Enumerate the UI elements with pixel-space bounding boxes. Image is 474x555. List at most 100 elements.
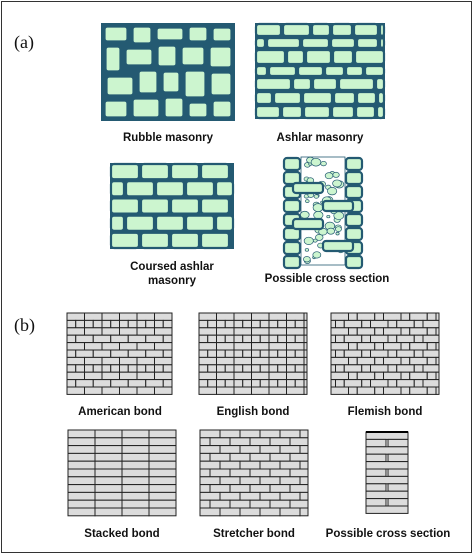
- header-brick: [233, 334, 244, 344]
- flemish-brick: [426, 342, 437, 351]
- stretcher-brick: [239, 429, 261, 439]
- ashlar-stone: [363, 64, 386, 78]
- face-stone-right: [344, 254, 364, 270]
- header-brick: [233, 319, 244, 329]
- header-brick: [259, 334, 270, 344]
- stretcher-brick: [92, 334, 112, 344]
- american-bond-illustration: [66, 312, 173, 395]
- face-stone-left: [282, 226, 302, 242]
- stretcher-brick: [269, 437, 291, 447]
- stretcher-brick: [145, 334, 164, 344]
- cross-stretcher-brick: [387, 468, 409, 477]
- header-brick: [207, 349, 217, 358]
- header-brick: [233, 379, 244, 388]
- stacked-bond-illustration: [67, 429, 177, 517]
- face-stone-right: [344, 212, 364, 228]
- flemish-brick: [343, 319, 363, 329]
- stacked-brick: [94, 445, 123, 454]
- flemish-brick: [356, 371, 376, 381]
- panel-b-label: (b): [14, 315, 35, 335]
- stretcher-brick: [299, 491, 309, 501]
- flemish-brick: [330, 379, 336, 388]
- header-brick: [145, 364, 155, 373]
- stone-cross-section-illustration: [282, 156, 364, 270]
- stretcher-brick: [199, 484, 211, 493]
- cross-stretcher-brick: [365, 498, 387, 507]
- stacked-brick: [94, 491, 123, 501]
- flemish-brick: [370, 349, 389, 358]
- stretcher-brick: [199, 460, 221, 470]
- through-stone: [291, 217, 325, 231]
- stretcher-brick: [269, 452, 291, 462]
- header-brick: [277, 334, 287, 344]
- flemish-brick: [361, 334, 371, 344]
- stretcher-brick: [154, 371, 173, 381]
- stacked-brick: [121, 460, 150, 470]
- face-stone-left: [282, 240, 302, 256]
- rubble-stone: [103, 25, 129, 43]
- core-pebble: [332, 179, 342, 188]
- header-brick: [277, 349, 287, 358]
- ashlar-stone: [296, 64, 325, 78]
- stretcher-brick: [101, 356, 120, 366]
- stacked-brick: [67, 491, 96, 501]
- stretcher-brick: [75, 379, 94, 388]
- flemish-brick: [383, 312, 402, 321]
- header-brick: [216, 319, 226, 329]
- stacked-brick: [94, 499, 123, 509]
- stretcher-brick: [303, 371, 308, 381]
- header-brick: [207, 319, 217, 329]
- stretcher-brick: [303, 312, 308, 321]
- stretcher-brick: [229, 499, 251, 509]
- rubble-stone: [131, 25, 153, 45]
- stretcher-brick: [286, 356, 305, 366]
- header-brick: [294, 349, 305, 358]
- stretcher-brick: [251, 356, 270, 366]
- stretcher-brick: [216, 342, 235, 351]
- stretcher-brick: [299, 507, 309, 517]
- stretcher-brick: [119, 371, 138, 381]
- stretcher-brick: [251, 386, 270, 395]
- stacked-brick: [121, 445, 150, 454]
- stacked-brick: [94, 507, 123, 517]
- flemish-brick: [400, 356, 411, 366]
- flemish-brick: [400, 386, 411, 395]
- rubble-stone: [180, 45, 206, 67]
- stretcher-brick: [299, 429, 309, 439]
- stretcher-brick: [119, 386, 138, 395]
- stacked-brick: [67, 429, 96, 439]
- coursed-stone: [199, 197, 231, 215]
- stretcher-brick: [279, 429, 301, 439]
- ashlar-stone: [254, 64, 269, 78]
- header-brick: [303, 319, 308, 329]
- cross-stretcher-brick: [365, 438, 387, 448]
- header-brick: [198, 349, 209, 358]
- stretcher-brick: [66, 349, 77, 358]
- flemish-brick: [370, 319, 389, 329]
- stacked-brick: [148, 429, 177, 439]
- stretcher-brick: [110, 334, 129, 344]
- flemish-brick: [400, 371, 411, 381]
- stretcher-brick: [162, 334, 173, 344]
- stretcher-brick: [136, 386, 155, 395]
- stretcher-brick: [198, 371, 217, 381]
- cross-header-brick: [365, 490, 409, 500]
- ashlar-stone: [378, 36, 386, 50]
- stretcher-brick: [219, 429, 241, 439]
- core-pebble: [305, 199, 310, 204]
- panel-a-label: (a): [14, 32, 34, 52]
- stretcher-brick: [239, 491, 261, 501]
- cross-stretcher-brick: [387, 498, 409, 507]
- stretcher-brick: [299, 445, 309, 454]
- rubble-stone: [208, 45, 233, 69]
- rubble-stone: [103, 99, 129, 119]
- stretcher-brick: [233, 327, 252, 336]
- header-brick: [110, 319, 120, 329]
- stretcher-brick: [198, 312, 217, 321]
- flemish-brick: [348, 356, 358, 366]
- header-brick: [198, 319, 209, 329]
- stretcher-brick: [251, 327, 270, 336]
- ashlar-stone: [329, 36, 357, 50]
- stretcher-brick: [279, 507, 301, 517]
- coursed-stone: [154, 180, 186, 198]
